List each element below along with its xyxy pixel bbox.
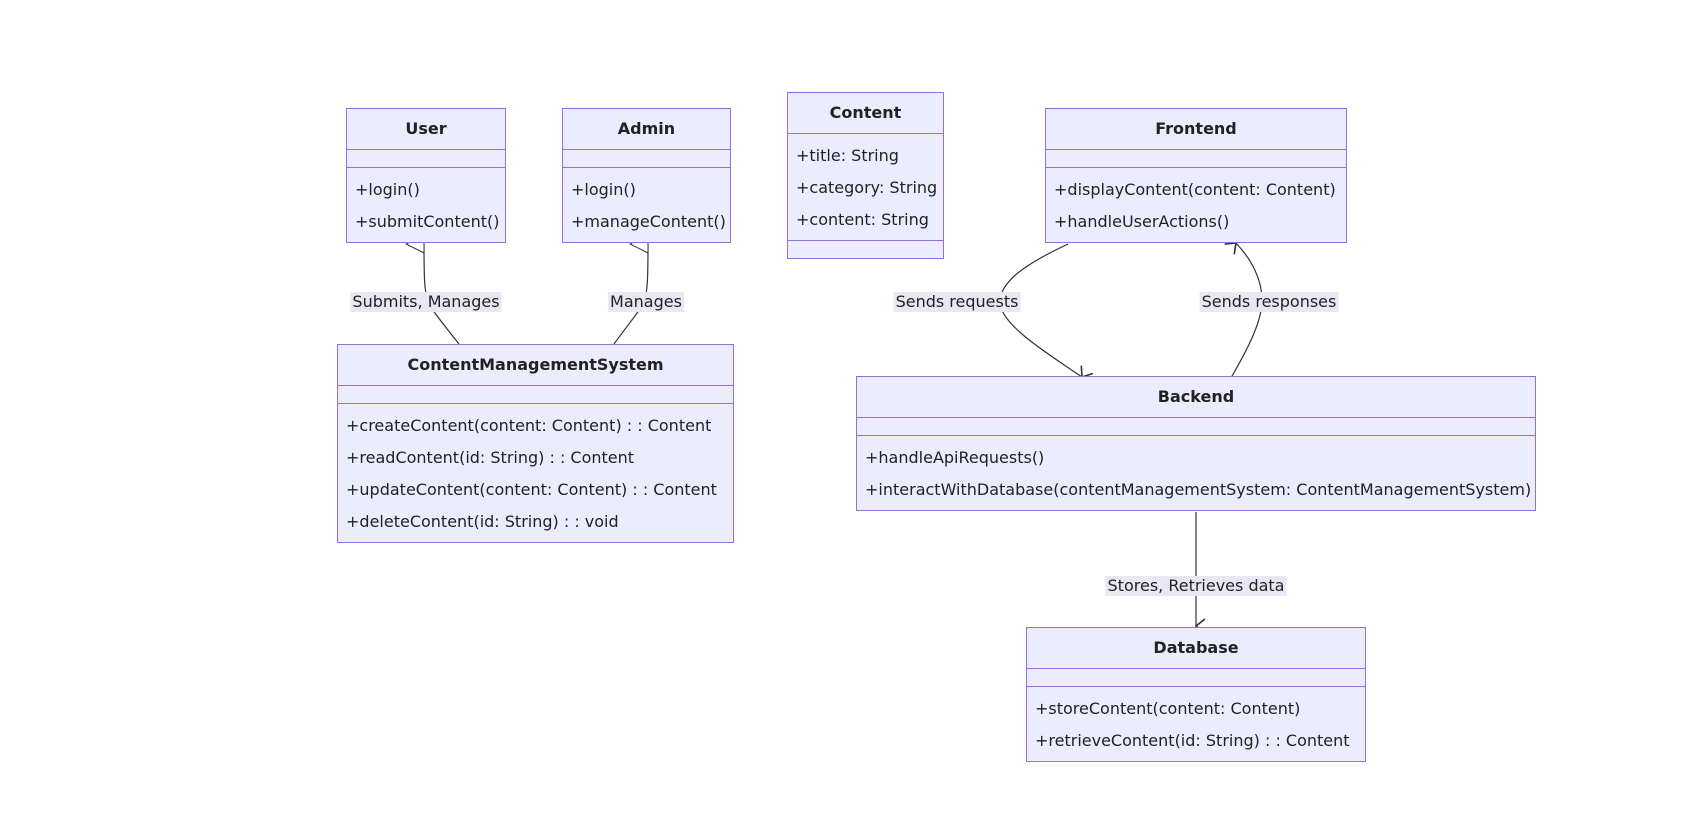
- class-admin[interactable]: Admin +login() +manageContent(): [562, 108, 731, 243]
- method: +manageContent(): [571, 212, 726, 231]
- attribute: +title: String: [796, 146, 899, 165]
- class-name: Database: [1153, 638, 1239, 657]
- method: +readContent(id: String) : : Content: [346, 448, 635, 467]
- method: +submitContent(): [355, 212, 500, 231]
- class-content[interactable]: Content +title: String +category: String…: [787, 92, 944, 259]
- edge-label-submits-manages: Submits, Manages: [350, 292, 502, 312]
- attribute: +category: String: [796, 178, 938, 197]
- attributes-section: [1046, 149, 1346, 167]
- methods-section: +login() +submitContent(): [347, 167, 505, 242]
- method: +displayContent(content: Content): [1054, 180, 1336, 199]
- method: +updateContent(content: Content) : : Con…: [346, 480, 717, 499]
- class-name: Frontend: [1155, 119, 1237, 138]
- edge-label-stores-retrieves: Stores, Retrieves data: [1105, 576, 1287, 596]
- method: +storeContent(content: Content): [1035, 699, 1301, 718]
- class-name: User: [405, 119, 447, 138]
- class-frontend[interactable]: Frontend +displayContent(content: Conten…: [1045, 108, 1347, 243]
- attributes-section: [338, 385, 733, 403]
- method: +handleApiRequests(): [865, 448, 1045, 467]
- methods-section: +handleApiRequests() +interactWithDataba…: [857, 435, 1535, 510]
- method: +createContent(content: Content) : : Con…: [346, 416, 712, 435]
- methods-section: +createContent(content: Content) : : Con…: [338, 403, 733, 542]
- method: +login(): [571, 180, 636, 199]
- method: +retrieveContent(id: String) : : Content: [1035, 731, 1350, 750]
- class-name: ContentManagementSystem: [407, 355, 664, 374]
- class-name: Backend: [1157, 387, 1235, 406]
- class-user[interactable]: User +login() +submitContent(): [346, 108, 506, 243]
- edge-label-sends-requests: Sends requests: [893, 292, 1021, 312]
- attributes-section: [563, 149, 730, 167]
- methods-section: +displayContent(content: Content) +handl…: [1046, 167, 1346, 242]
- class-backend[interactable]: Backend +handleApiRequests() +interactWi…: [856, 376, 1536, 511]
- attributes-section: [347, 149, 505, 167]
- attributes-section: [857, 417, 1535, 435]
- edge-label-sends-responses: Sends responses: [1199, 292, 1339, 312]
- method: +handleUserActions(): [1054, 212, 1230, 231]
- class-name: Content: [829, 103, 902, 122]
- class-name: Admin: [617, 119, 676, 138]
- attributes-section: +title: String +category: String +conten…: [788, 133, 943, 240]
- methods-section: [788, 240, 943, 258]
- attribute: +content: String: [796, 210, 929, 229]
- attributes-section: [1027, 668, 1365, 686]
- method: +deleteContent(id: String) : : void: [346, 512, 619, 531]
- edge-label-manages: Manages: [608, 292, 684, 312]
- methods-section: +storeContent(content: Content) +retriev…: [1027, 686, 1365, 761]
- class-content-management-system[interactable]: ContentManagementSystem +createContent(c…: [337, 344, 734, 543]
- method: +login(): [355, 180, 420, 199]
- class-database[interactable]: Database +storeContent(content: Content)…: [1026, 627, 1366, 762]
- methods-section: +login() +manageContent(): [563, 167, 730, 242]
- method: +interactWithDatabase(contentManagementS…: [865, 480, 1532, 499]
